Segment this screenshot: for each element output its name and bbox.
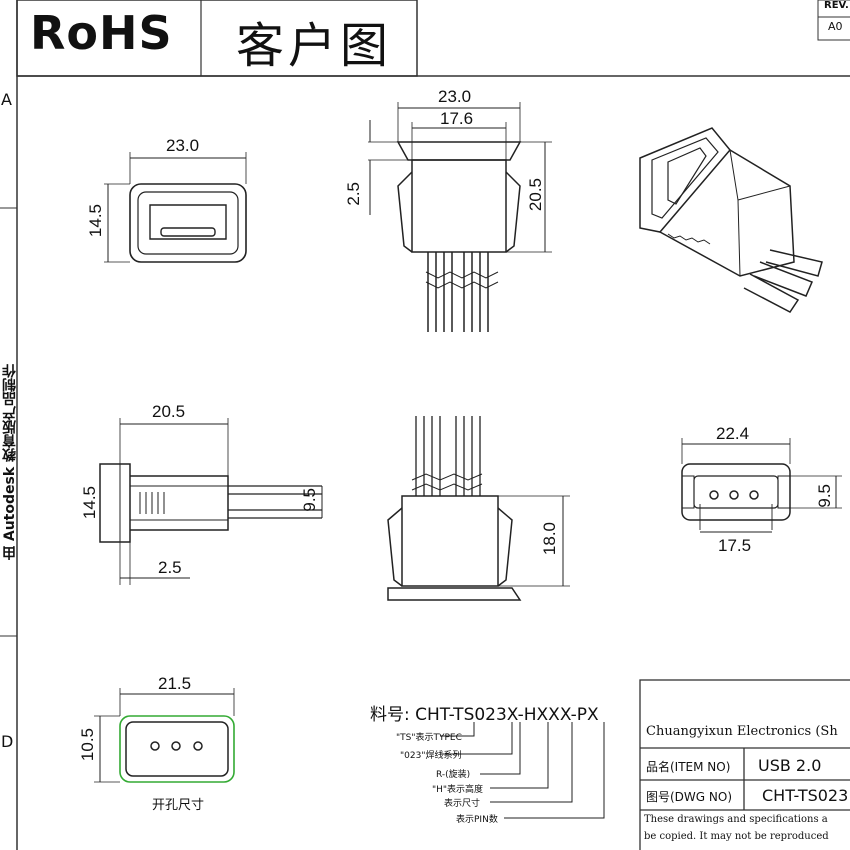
dim-side-inner: 17.6 bbox=[440, 109, 474, 128]
company-name: Chuangyixun Electronics (Sh bbox=[646, 724, 838, 739]
dim-front-width: 23.0 bbox=[166, 136, 200, 155]
rev-value: A0 bbox=[828, 20, 843, 33]
note-023: "023"焊线系列 bbox=[400, 751, 462, 761]
dim-profile-pin: 9.5 bbox=[300, 488, 319, 512]
note-size: 表示尺寸 bbox=[444, 799, 481, 809]
part-number-leaders bbox=[440, 722, 605, 819]
panel-cut-view bbox=[94, 688, 235, 783]
row-marker-a: A bbox=[1, 90, 12, 109]
isometric-view bbox=[639, 127, 823, 313]
dim-profile-length: 20.5 bbox=[152, 402, 186, 421]
title-note-2: be copied. It may not be reproduced bbox=[644, 831, 829, 842]
dim-profile-flange: 2.5 bbox=[158, 558, 182, 577]
item-value: USB 2.0 bbox=[758, 756, 822, 775]
profile-view bbox=[99, 418, 323, 585]
note-h: "H"表示高度 bbox=[432, 785, 484, 795]
bottom-side-view bbox=[387, 416, 570, 601]
page-title: 客户图 bbox=[236, 18, 393, 74]
item-label: 品名(ITEM NO) bbox=[646, 760, 731, 774]
dim-back-inner: 17.5 bbox=[718, 536, 752, 555]
dim-panel-height: 10.5 bbox=[78, 728, 97, 762]
title-note-1: These drawings and specifications a bbox=[644, 814, 828, 825]
rohs-logo: RoHS bbox=[30, 6, 173, 60]
dim-side-outer: 23.0 bbox=[438, 87, 472, 106]
rev-label: REV. bbox=[824, 0, 849, 11]
back-view bbox=[681, 438, 842, 533]
side-top-view bbox=[368, 102, 552, 332]
dim-panel-width: 21.5 bbox=[158, 674, 192, 693]
note-r: R-(旋装) bbox=[436, 770, 471, 780]
autodesk-watermark: 由 Autodesk 教育版产品制作 bbox=[2, 363, 18, 560]
dim-back-width: 22.4 bbox=[716, 424, 750, 443]
row-marker-d: D bbox=[1, 732, 14, 751]
dwg-label: 图号(DWG NO) bbox=[646, 790, 733, 804]
dwg-value: CHT-TS023 bbox=[762, 786, 849, 805]
part-number-label: 料号: CHT-TS023X-HXXX-PX bbox=[370, 705, 599, 725]
note-ts: "TS"表示TYPEC bbox=[396, 733, 462, 743]
front-view bbox=[104, 152, 247, 263]
dim-side-height: 20.5 bbox=[526, 178, 545, 212]
dim-back-height: 9.5 bbox=[815, 484, 834, 508]
title-block bbox=[639, 679, 850, 850]
dim-profile-height: 14.5 bbox=[80, 486, 99, 520]
dim-bottom-height: 18.0 bbox=[540, 522, 559, 556]
note-pin: 表示PIN数 bbox=[456, 815, 498, 825]
panel-cut-caption: 开孔尺寸 bbox=[152, 798, 205, 813]
dim-side-flange: 2.5 bbox=[344, 182, 363, 206]
dim-front-height: 14.5 bbox=[86, 204, 105, 238]
